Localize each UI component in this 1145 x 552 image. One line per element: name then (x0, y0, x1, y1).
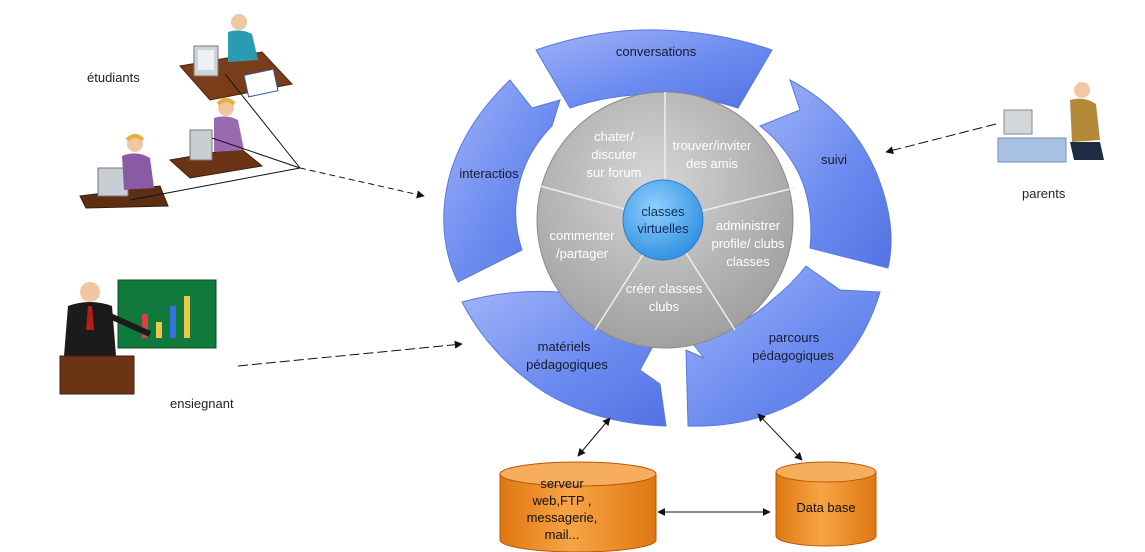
label-interactions: interactios (459, 166, 519, 181)
label-database: Data base (796, 500, 855, 515)
label-suivi: suivi (821, 152, 847, 167)
outer-ring (443, 29, 892, 427)
ring-segment-interactions (443, 79, 561, 283)
label-server-3: messagerie, (527, 510, 598, 525)
parents-illustration (997, 82, 1104, 163)
label-admin-2: profile/ clubs (712, 236, 785, 251)
label-conversations: conversations (616, 44, 697, 59)
label-chat-3: sur forum (587, 165, 642, 180)
label-chat-1: chater/ (594, 129, 634, 144)
label-comment-2: /partager (556, 246, 609, 261)
connectors (129, 73, 997, 516)
arrow-parents (885, 123, 997, 155)
label-friends-1: trouver/inviter (673, 138, 752, 153)
arrow-teacher (237, 340, 463, 367)
label-teacher: ensiegnant (170, 396, 234, 411)
label-parents: parents (1022, 186, 1066, 201)
arrow-students (299, 167, 425, 199)
database-cylinder (775, 461, 877, 547)
label-create-2: clubs (649, 299, 680, 314)
arrow-server-materials (577, 417, 611, 457)
label-center-2: virtuelles (637, 221, 689, 236)
label-admin-1: administrer (716, 218, 781, 233)
label-parcours-1: parcours (769, 330, 820, 345)
center-circle (622, 179, 704, 261)
label-students: étudiants (87, 70, 140, 85)
label-admin-3: classes (726, 254, 770, 269)
ring-segment-parcours (685, 265, 881, 427)
students-illustration (79, 14, 293, 209)
teacher-illustration (59, 279, 217, 395)
ring-segment-suivi (759, 78, 892, 269)
label-materials-2: pédagogiques (526, 357, 608, 372)
label-center-1: classes (641, 204, 685, 219)
label-comment-1: commenter (549, 228, 615, 243)
server-cylinder (499, 461, 657, 552)
label-materials-1: matériels (538, 339, 591, 354)
label-server-1: serveur (540, 476, 584, 491)
label-server-4: mail... (545, 527, 580, 542)
label-server-2: web,FTP , (531, 493, 591, 508)
ring-segment-conversations (535, 29, 773, 109)
label-create-1: créer classes (626, 281, 703, 296)
label-chat-2: discuter (591, 147, 637, 162)
arrow-db-parcours (757, 413, 803, 461)
label-friends-2: des amis (686, 156, 739, 171)
label-parcours-2: pédagogiques (752, 348, 834, 363)
